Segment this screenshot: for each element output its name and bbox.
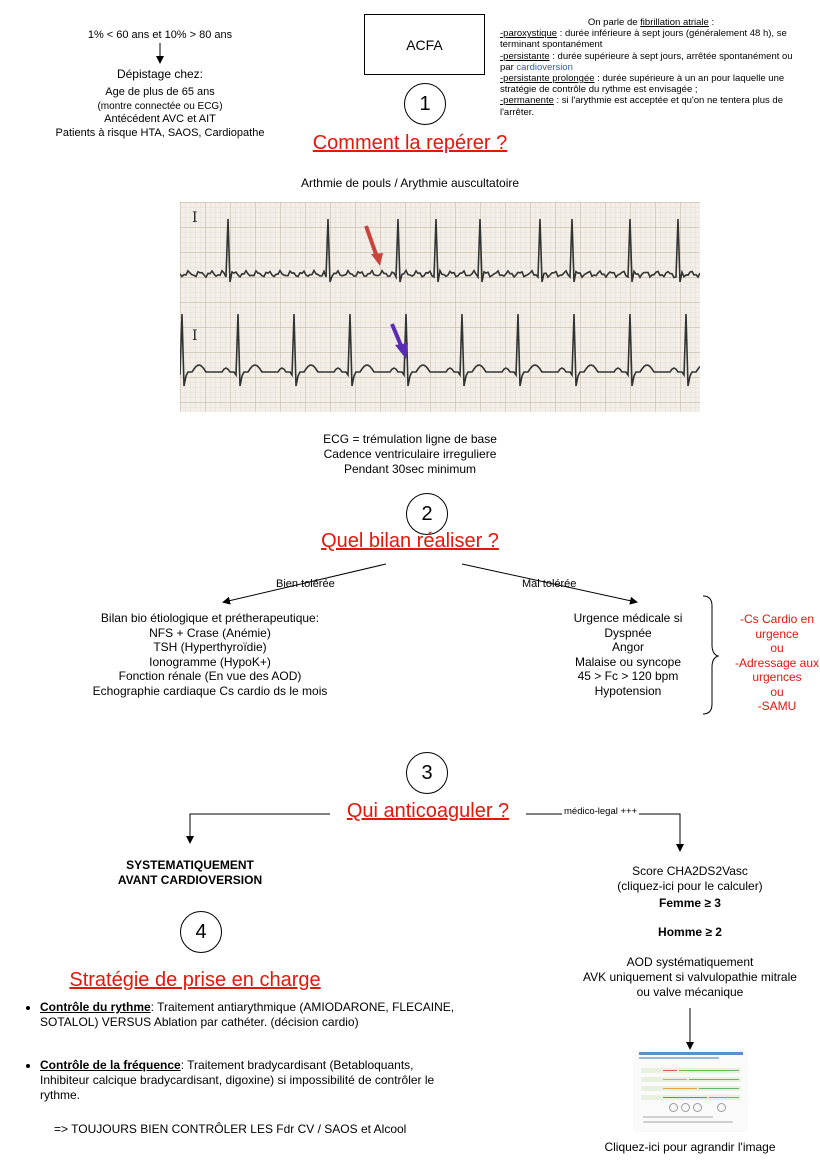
- emergency-item: Dyspnée: [604, 625, 652, 640]
- ecg-lead-label-bottom: I: [192, 328, 198, 344]
- step-4-circle: 4: [180, 911, 222, 953]
- emergency-item: Malaise ou syncope: [574, 654, 682, 669]
- risk-factor-reminder: => TOUJOURS BIEN CONTRÔLER LES Fdr CV / …: [54, 1122, 407, 1136]
- well-tolerated-arrow: [222, 563, 387, 605]
- screening-item: Age de plus de 65 ans: [105, 86, 215, 98]
- emergency-actions: -Cs Cardio en urgence ou -Adressage aux …: [734, 612, 820, 713]
- step-1-circle: 1: [404, 83, 446, 125]
- emergency-item: Angor: [611, 640, 645, 654]
- male-threshold: Homme ≥ 2: [658, 925, 722, 939]
- workup-item: NFS + Crase (Anémie): [149, 625, 271, 640]
- ecg-note: ECG = trémulation ligne de base: [323, 432, 497, 446]
- medicolegal-label: médico-legal +++: [562, 806, 640, 817]
- emergency-item: 45 > Fc > 120 bpm: [577, 669, 679, 683]
- medicolegal-arrow: [518, 813, 684, 852]
- step-3-title: Qui anticoaguler ?: [330, 800, 526, 823]
- ecg-trace-af: [180, 218, 700, 283]
- emergency-list: Urgence médicale si Dyspnée Angor Malais…: [558, 611, 698, 698]
- step-2-title: Quel bilan réaliser ?: [321, 530, 499, 552]
- brace: [702, 595, 720, 715]
- workup-item: TSH (Hyperthyroïdie): [153, 640, 267, 654]
- ecg-notes: ECG = trémulation ligne de base Cadence …: [250, 432, 570, 477]
- score-calculator-link[interactable]: (cliquez-ici pour le calculer): [617, 879, 763, 893]
- ecg-trace-sinus: [180, 313, 700, 387]
- step-1-title: Comment la repérer ?: [312, 132, 508, 154]
- score-title: Score CHA2DS2Vasc: [632, 864, 748, 878]
- workup-item: Bilan bio étiologique et prétherapeutiqu…: [100, 611, 320, 625]
- workup-item: Fonction rénale (En vue des AOD): [118, 669, 302, 683]
- poorly-tolerated-arrow: [461, 563, 638, 605]
- screening-item: Antécédent AVC et AIT: [104, 113, 216, 125]
- screening-item: (montre connectée ou ECG): [97, 100, 223, 112]
- well-tolerated-label: Bien tolérée: [276, 578, 335, 590]
- systematic-text: SYSTEMATIQUEMENT AVANT CARDIOVERSION: [117, 858, 263, 887]
- emergency-item: Urgence médicale si: [573, 611, 683, 625]
- ecg-image: I I: [180, 202, 700, 412]
- workup-item: Ionogramme (HypoK+): [149, 654, 271, 669]
- screening-item: Patients à risque HTA, SAOS, Cardiopathe: [55, 126, 265, 139]
- red-indicator-arrow: [364, 225, 379, 258]
- ecg-note: Cadence ventriculaire irreguliere: [323, 447, 497, 461]
- enlarge-image-link[interactable]: Cliquez-ici pour agrandir l'image: [604, 1140, 776, 1154]
- acfa-label: ACFA: [406, 36, 443, 53]
- definitions-intro: On parle de fibrillation atriale :: [587, 17, 715, 28]
- stats-text: 1% < 60 ans et 10% > 80 ans: [87, 29, 233, 41]
- definition-persistante-prolongee: -persistante prolongée : durée supérieur…: [500, 73, 785, 96]
- definition-permanente: -permanente : si l'arythmie est acceptée…: [500, 95, 783, 118]
- screening-title: Dépistage chez:: [116, 67, 204, 81]
- rate-control-item: Contrôle de la fréquence: Traitement bra…: [40, 1058, 466, 1103]
- workup-list: Bilan bio étiologique et prétherapeutiqu…: [60, 611, 360, 698]
- systematic-arrow: [186, 813, 338, 844]
- definitions: On parle de fibrillation atriale : -paro…: [500, 17, 802, 118]
- poorly-tolerated-label: Mal tolérée: [522, 578, 577, 590]
- score-block: Score CHA2DS2Vasc (cliquez-ici pour le c…: [580, 864, 800, 940]
- purple-indicator-arrow: [390, 323, 404, 349]
- strategy-list: Contrôle du rythme: Traitement antiaryth…: [26, 1000, 466, 1131]
- definition-persistante: -persistante : durée supérieure à sept j…: [500, 50, 793, 73]
- screening-list: Age de plus de 65 ans (montre connectée …: [40, 86, 280, 140]
- ecg-note: Pendant 30sec minimum: [343, 462, 477, 476]
- workup-item: Echographie cardiaque Cs cardio ds le mo…: [92, 683, 328, 698]
- af-term[interactable]: fibrillation atriale: [640, 17, 709, 28]
- rhythm-control-item: Contrôle du rythme: Traitement antiaryth…: [40, 1000, 466, 1030]
- step-4-title: Stratégie de prise en charge: [69, 969, 321, 991]
- treatment-block: AOD systématiquement AVK uniquement si v…: [583, 955, 797, 999]
- definition-paroxystique: -paroxystique : durée inférieure à sept …: [500, 28, 787, 51]
- female-threshold: Femme ≥ 3: [659, 896, 721, 910]
- step-1-subtitle: Arthmie de pouls / Arythmie auscultatoir…: [300, 176, 520, 190]
- ecg-lead-label-top: I: [192, 210, 198, 226]
- cha2ds2vasc-image-thumbnail[interactable]: [633, 1050, 748, 1132]
- emergency-item: Hypotension: [594, 683, 662, 698]
- step-3-circle: 3: [406, 752, 448, 794]
- step-2-circle: 2: [406, 493, 448, 535]
- cardioversion-link[interactable]: cardioversion: [516, 61, 573, 73]
- acfa-box: ACFA: [364, 14, 485, 75]
